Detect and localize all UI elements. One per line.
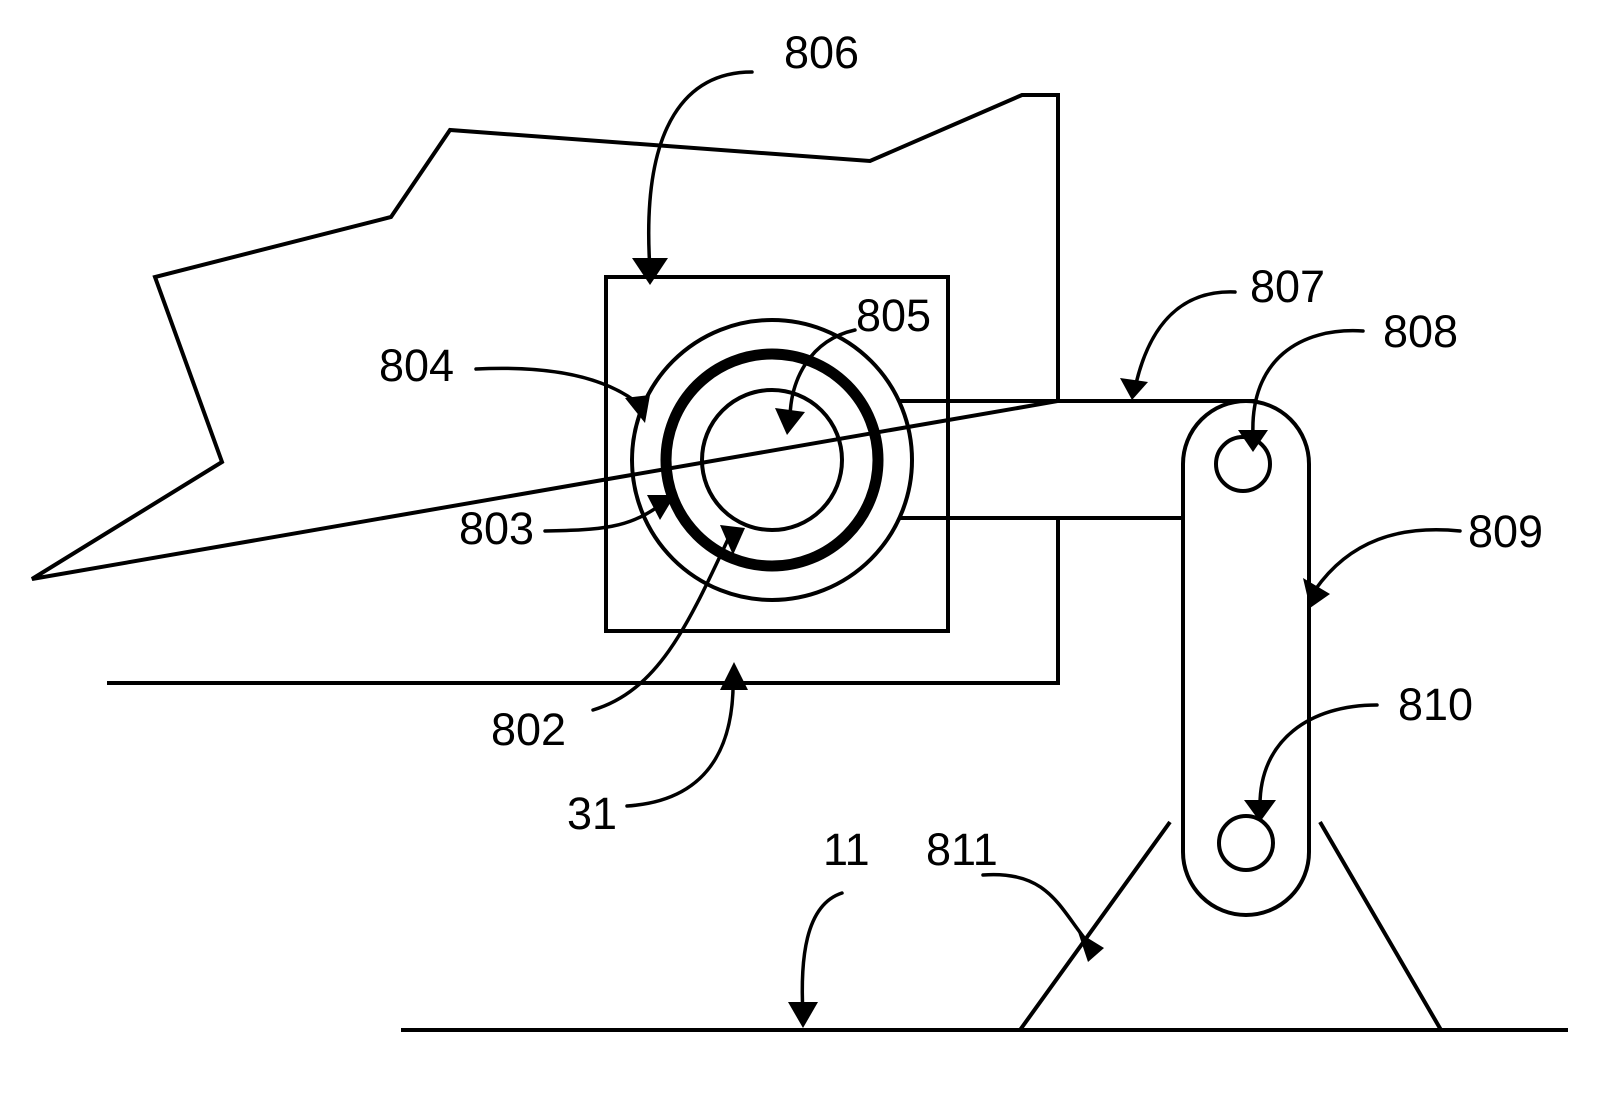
arrowhead-805 — [775, 408, 805, 435]
leader-806 — [649, 72, 752, 270]
label-810: 810 — [1398, 679, 1473, 730]
leader-809 — [1315, 530, 1460, 590]
label-806: 806 — [784, 27, 859, 78]
leader-811 — [983, 875, 1090, 945]
label-809: 809 — [1468, 506, 1543, 557]
thick-bearing-ring — [666, 354, 878, 566]
arrowhead-803 — [647, 495, 675, 520]
label-808: 808 — [1383, 306, 1458, 357]
leader-11 — [802, 893, 842, 1015]
leader-808 — [1253, 331, 1363, 435]
label-803: 803 — [459, 503, 534, 554]
label-805: 805 — [856, 290, 931, 341]
label-811: 811 — [926, 824, 998, 875]
label-802: 802 — [491, 704, 566, 755]
leader-805 — [790, 330, 855, 420]
label-807: 807 — [1250, 261, 1325, 312]
arrowhead-807 — [1120, 378, 1148, 400]
outer-ring — [632, 320, 912, 600]
lower-pivot-hole — [1219, 816, 1273, 870]
label-31: 31 — [567, 788, 617, 839]
housing-body-outline — [32, 95, 1058, 683]
arrowhead-31 — [720, 662, 748, 690]
leader-804 — [476, 368, 640, 405]
leader-807 — [1135, 292, 1235, 388]
vertical-link — [1183, 401, 1309, 915]
triangular-support — [1020, 822, 1441, 1030]
label-804: 804 — [379, 340, 454, 391]
label-11: 11 — [823, 824, 870, 875]
upper-pivot-hole — [1216, 437, 1270, 491]
arrowhead-806 — [632, 258, 668, 285]
leader-810 — [1260, 705, 1377, 805]
arrowhead-11 — [788, 1002, 818, 1028]
arrowhead-810 — [1244, 800, 1276, 822]
leader-31 — [627, 672, 733, 806]
